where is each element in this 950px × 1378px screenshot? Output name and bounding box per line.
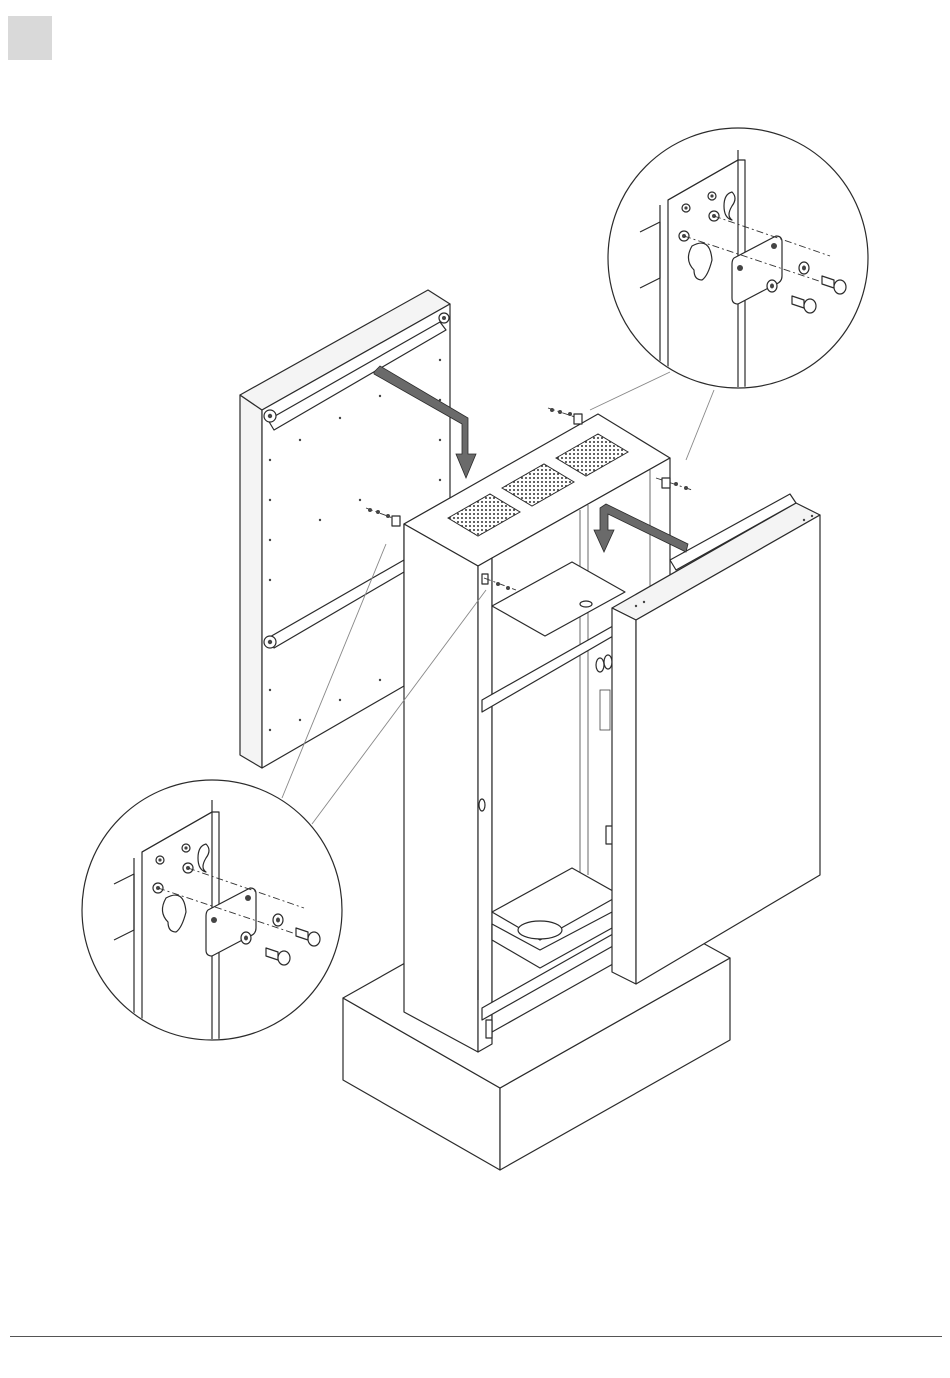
footer-rule (10, 1336, 942, 1337)
detail-callout-bottom-left (82, 780, 342, 1050)
detail-callout-top-right (608, 128, 868, 400)
